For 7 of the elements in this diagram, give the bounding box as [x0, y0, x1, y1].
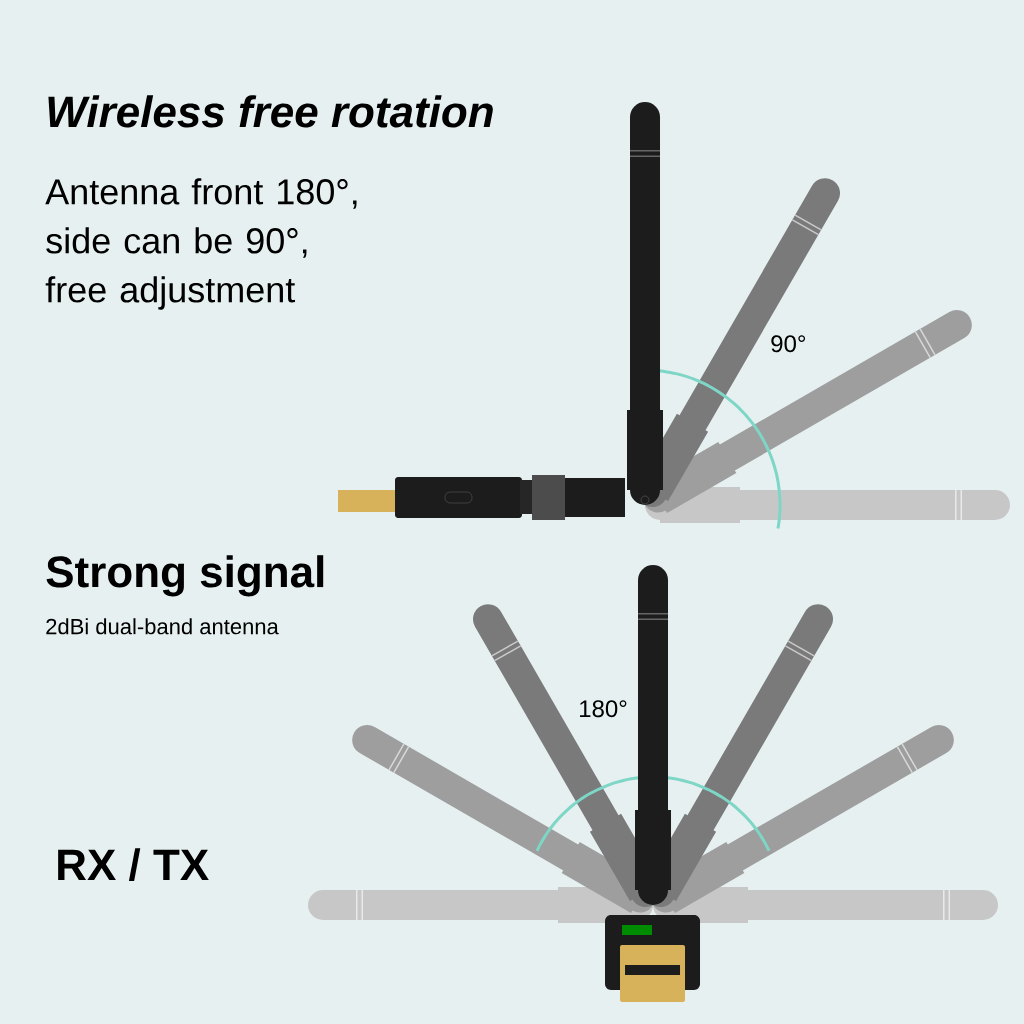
heading: Strong signal [46, 555, 324, 597]
angle-label: 180° [580, 700, 627, 718]
heading: Wireless free rotation [48, 95, 493, 128]
subheading: 2dBi dual-band antenna [46, 618, 279, 635]
heading: RX / TX [58, 848, 209, 881]
body-text: Antenna front 180°, side can be 90°, free adjustment [45, 178, 357, 310]
angle-label: 90° [771, 335, 806, 353]
